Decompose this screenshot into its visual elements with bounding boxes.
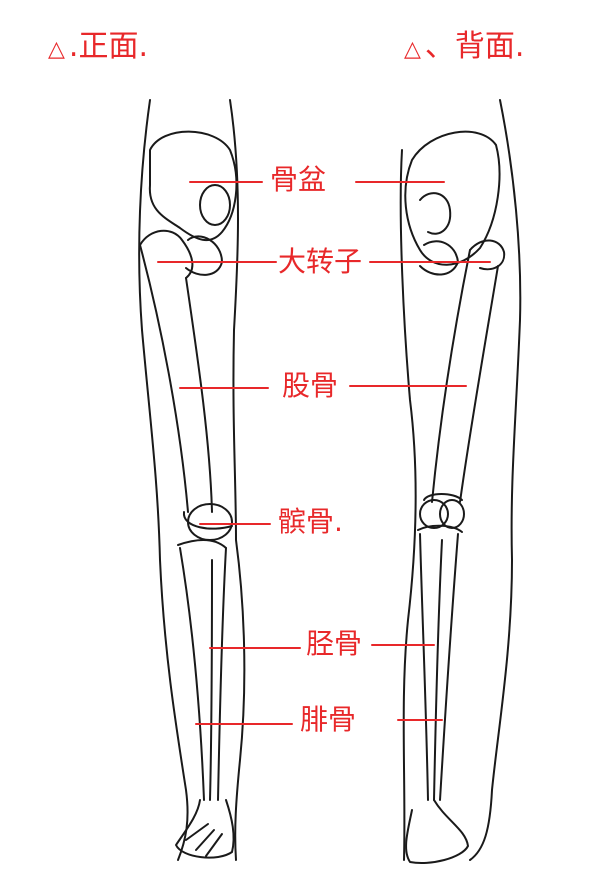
back-pelvis (404, 130, 501, 276)
back-femur (419, 239, 506, 529)
leader-lines (157, 181, 491, 725)
front-patella (187, 503, 233, 541)
back-leg-outline (399, 99, 522, 861)
tibia-label: 胫骨 (306, 627, 363, 660)
front-femur (139, 229, 233, 530)
back-tibia-fibula (417, 524, 463, 801)
greater-trochanter-label: 大转子 (278, 245, 363, 278)
pelvis-label: 骨盆 (270, 163, 327, 196)
front-view-title: .正面. (68, 29, 148, 64)
femur-label: 股骨 (282, 369, 339, 402)
front-pelvis (148, 130, 238, 276)
patella-label: 髌骨. (278, 505, 343, 538)
back-view-title: 、背面. (424, 29, 525, 64)
front-leg-outline (138, 99, 246, 861)
front-foot (175, 799, 235, 859)
triangle-marker-icon: △ (48, 37, 65, 62)
front-view-heading: △.正面. (48, 32, 148, 62)
front-tibia-fibula (177, 539, 227, 801)
back-view-heading: △、背面. (404, 32, 524, 62)
fibula-label: 腓骨 (300, 703, 357, 736)
triangle-marker-icon: △ (404, 37, 421, 62)
back-foot (405, 799, 469, 864)
